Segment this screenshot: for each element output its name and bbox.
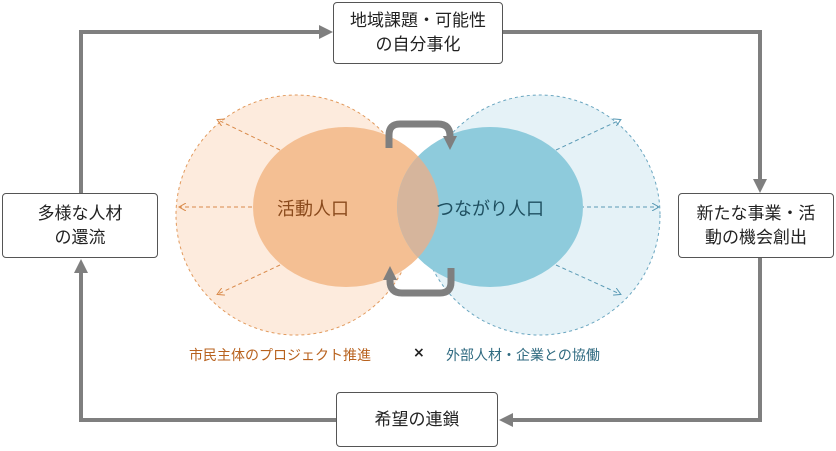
box-local-issues: 地域課題・可能性の自分事化 xyxy=(333,2,503,64)
arrow-top-exchange xyxy=(385,120,457,150)
arrow-bottom-to-left xyxy=(74,259,336,422)
label-active-population: 活動人口 xyxy=(277,199,349,220)
caption-citizen-projects: 市民主体のプロジェクト推進 xyxy=(189,348,371,364)
box-chain-of-hope: 希望の連鎖 xyxy=(336,392,498,447)
box-diverse-talent: 多様な人材の還流 xyxy=(2,193,158,258)
box-text: の還流 xyxy=(54,227,106,248)
circle-active-population xyxy=(253,127,439,287)
arrow-left-to-top xyxy=(79,25,333,193)
box-text: 新たな事業・活 xyxy=(696,203,816,224)
caption-external-collaboration: 外部人材・企業との協働 xyxy=(446,348,600,364)
box-new-business: 新たな事業・活動の機会創出 xyxy=(678,193,834,258)
label-connected-population: つながり人口 xyxy=(436,199,544,220)
box-text: の自分事化 xyxy=(375,35,461,55)
arrow-top-to-right xyxy=(503,30,767,193)
caption-times: × xyxy=(413,345,425,361)
box-text: 希望の連鎖 xyxy=(374,409,460,430)
exchange-arrows xyxy=(383,120,457,297)
box-text: 多様な人材 xyxy=(37,203,123,224)
arrow-right-to-bottom xyxy=(499,258,762,427)
spread-arrows-right xyxy=(555,120,658,294)
box-text: 動の機会創出 xyxy=(705,227,807,248)
cycle-arrows xyxy=(74,25,767,427)
spread-arrows-left xyxy=(180,120,281,294)
circle-connected-population xyxy=(397,127,583,287)
arrow-bottom-exchange xyxy=(383,266,455,297)
box-text: 地域課題・可能性 xyxy=(350,11,486,31)
